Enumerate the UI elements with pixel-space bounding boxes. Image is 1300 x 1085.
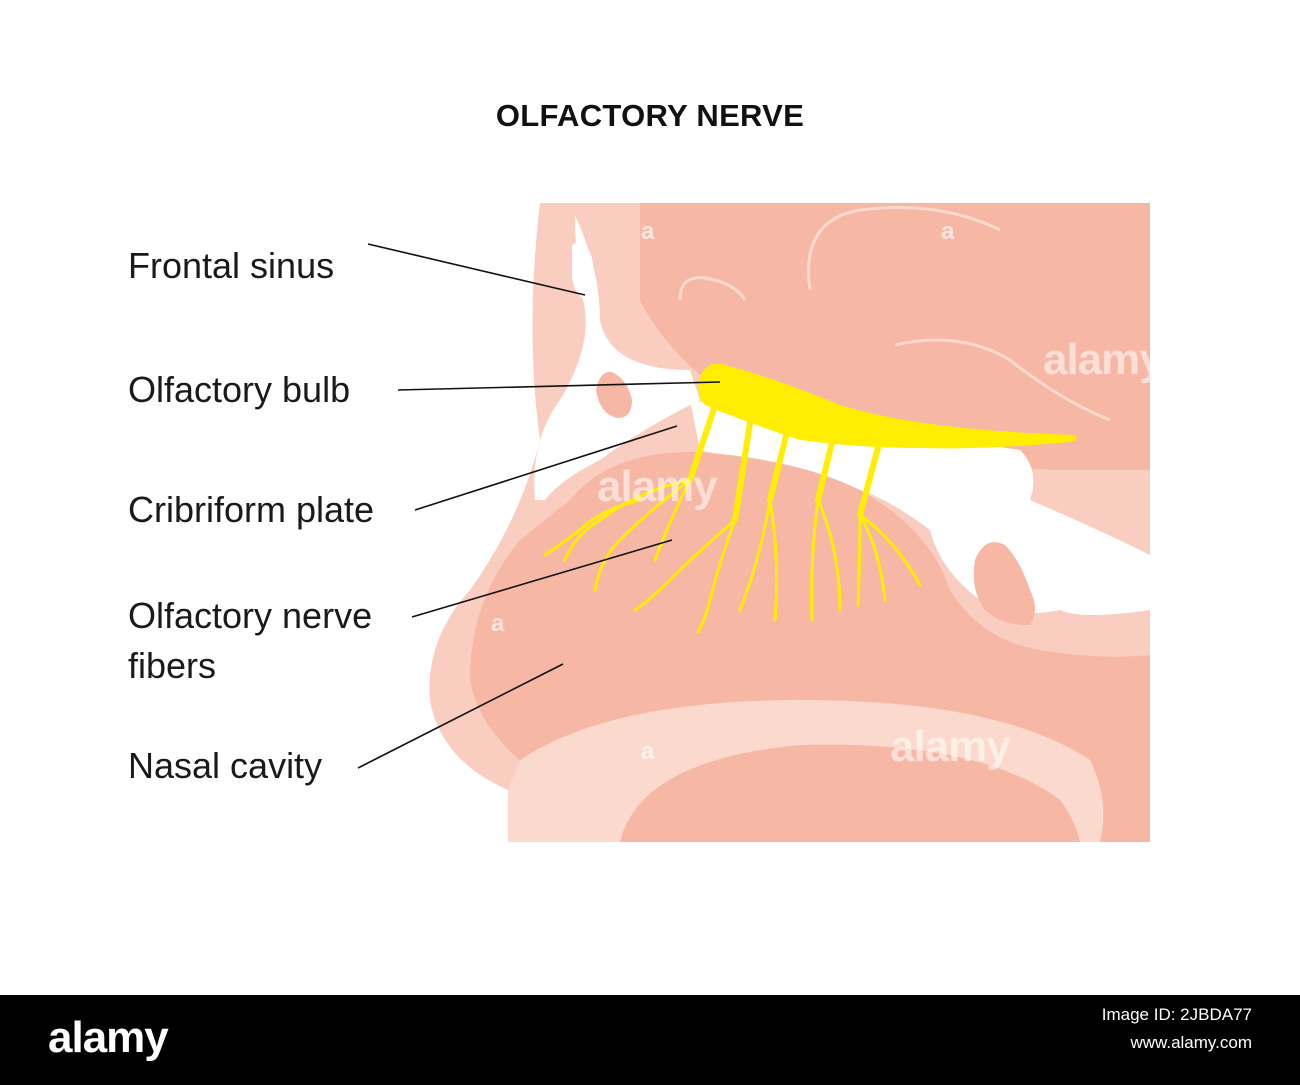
label-olfactory-nerve-fibers-line2: fibers — [128, 645, 217, 686]
diagram-title: OLFACTORY NERVE — [495, 98, 805, 133]
olfactory-nerve-fibers — [543, 397, 922, 634]
watermark: alamy — [1043, 335, 1164, 384]
watermark-letter: a — [491, 610, 505, 637]
leader-lines — [357, 243, 721, 769]
leader-frontal-sinus — [367, 243, 586, 296]
leader-cribriform-plate — [414, 425, 678, 511]
lower-jaw-region — [620, 744, 1080, 842]
label-olfactory-bulb: Olfactory bulb — [128, 369, 351, 410]
label-cribriform-plate: Cribriform plate — [128, 489, 375, 530]
stock-footer-bar: alamy Image ID: 2JBDA77 www.alamy.com — [0, 995, 1300, 1085]
image-id-text: Image ID: 2JBDA77 — [1101, 1005, 1252, 1024]
brain-gyrus-line — [807, 206, 1001, 291]
olfactory-bulb-shape — [698, 363, 1077, 449]
watermark-letter: a — [641, 738, 655, 765]
skull-gap — [534, 215, 700, 500]
label-olfactory-nerve-fibers-line1: Olfactory nerve — [128, 595, 373, 636]
brand-logo: alamy — [48, 1013, 169, 1062]
watermark-letter: a — [641, 218, 655, 245]
label-nasal-cavity: Nasal cavity — [128, 745, 323, 786]
brain-gyrus-line — [894, 338, 1111, 422]
site-url-text: www.alamy.com — [1130, 1033, 1252, 1052]
watermark: alamy — [890, 722, 1011, 771]
brain-gyrus-line — [678, 276, 747, 301]
watermark-letter: a — [941, 218, 955, 245]
leader-nasal-cavity — [357, 663, 564, 769]
frontal-sinus-lower — [596, 371, 632, 418]
label-frontal-sinus: Frontal sinus — [128, 245, 335, 286]
leader-nerve-fibers — [411, 539, 673, 618]
frontal-sinus-shape — [572, 241, 595, 300]
watermark: alamy — [597, 462, 718, 511]
concha-knob — [973, 542, 1035, 625]
cribriform-band — [690, 400, 1150, 615]
leader-olfactory-bulb — [397, 381, 721, 391]
